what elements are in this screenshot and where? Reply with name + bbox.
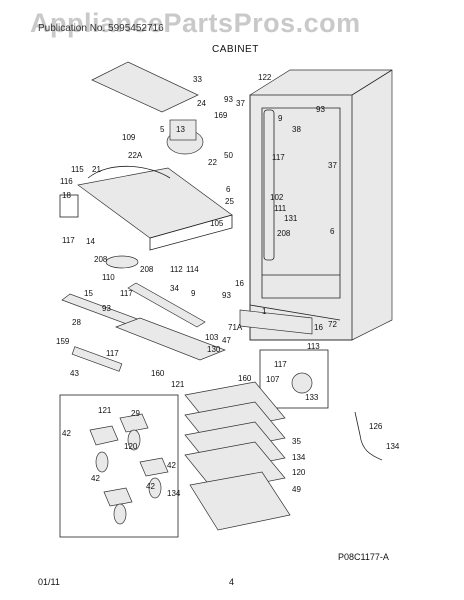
- callout: 50: [224, 151, 233, 160]
- callout: 208: [277, 229, 291, 238]
- callout: 71A: [228, 323, 243, 332]
- callout: 116: [60, 177, 73, 186]
- callout: 160: [151, 369, 165, 378]
- callout: 16: [235, 279, 244, 288]
- watermark: AppliancePartsPros.com: [30, 8, 361, 38]
- callout: 120: [124, 442, 138, 451]
- callout: 42: [167, 461, 176, 470]
- callout: 93: [316, 105, 325, 114]
- footer-date: 01/11: [38, 577, 60, 587]
- callout: 18: [62, 191, 71, 200]
- callout: 121: [171, 380, 185, 389]
- callout: 9: [278, 114, 283, 123]
- callout: 159: [56, 337, 70, 346]
- callout: 47: [222, 336, 231, 345]
- callout: 22A: [128, 151, 143, 160]
- callout: 9: [191, 289, 196, 298]
- section-title: CABINET: [212, 44, 259, 55]
- callout: 109: [122, 133, 136, 142]
- callout: 122: [258, 73, 272, 82]
- callout: 134: [167, 489, 181, 498]
- cabinet-body: [249, 69, 393, 341]
- callout: 103: [205, 333, 219, 342]
- drain-tube: [354, 411, 383, 461]
- callout: 16: [314, 323, 323, 332]
- callout: 43: [70, 369, 79, 378]
- callout: 22: [208, 158, 217, 167]
- callout: 1: [262, 307, 267, 316]
- callout: 111: [274, 204, 287, 213]
- callout: 49: [292, 485, 301, 494]
- callout: 208: [140, 265, 154, 274]
- casters: [89, 413, 169, 525]
- callout: 25: [225, 197, 234, 206]
- callout: 117: [120, 289, 133, 298]
- callout: 112: [170, 265, 183, 274]
- callout: 13: [176, 125, 185, 134]
- fan-box: [259, 349, 329, 409]
- callout: 134: [292, 453, 306, 462]
- wire-shelves: [184, 381, 291, 531]
- callout: 105: [210, 219, 224, 228]
- callout: 134: [386, 442, 400, 451]
- callout: 110: [102, 273, 115, 282]
- callout: 121: [98, 406, 112, 415]
- callout: 93: [224, 95, 233, 104]
- callout: 93: [102, 304, 111, 313]
- callout: 160: [238, 374, 252, 383]
- callout: 5: [160, 125, 165, 134]
- callout: 6: [330, 227, 335, 236]
- callout: 72: [328, 320, 337, 329]
- callout: 42: [91, 474, 100, 483]
- callout: 35: [292, 437, 301, 446]
- callout: 117: [62, 236, 75, 245]
- publication-line: Publication No. 5995452716: [38, 23, 164, 34]
- top-cover: [91, 61, 199, 113]
- callout: 113: [307, 342, 320, 351]
- page-number: 4: [229, 577, 235, 587]
- callout: 130: [207, 345, 221, 354]
- callout: 120: [292, 468, 306, 477]
- figure-code: P08C1177-A: [338, 552, 389, 562]
- callout: 21: [92, 165, 101, 174]
- base-assembly: [59, 119, 233, 269]
- callouts: 33 122 37 93 24 9 93 169 5 13 38 109 50 …: [56, 73, 400, 498]
- callout: 93: [222, 291, 231, 300]
- callout: 14: [86, 237, 95, 246]
- callout: 37: [328, 161, 337, 170]
- callout: 34: [170, 284, 179, 293]
- callout: 33: [193, 75, 202, 84]
- callout: 29: [131, 409, 140, 418]
- callout: 107: [266, 375, 280, 384]
- callout: 28: [72, 318, 81, 327]
- callout: 117: [272, 153, 285, 162]
- callout: 117: [106, 349, 119, 358]
- callout: 133: [305, 393, 319, 402]
- callout: 24: [197, 99, 206, 108]
- callout: 37: [236, 99, 245, 108]
- rails: [61, 282, 313, 372]
- callout: 114: [186, 265, 199, 274]
- caster-detail-box: [59, 394, 179, 538]
- callout: 208: [94, 255, 108, 264]
- callout: 117: [274, 360, 287, 369]
- callout: 15: [84, 289, 93, 298]
- callout: 6: [226, 185, 231, 194]
- callout: 169: [214, 111, 228, 120]
- callout: 115: [71, 165, 84, 174]
- callout: 102: [270, 193, 284, 202]
- callout: 126: [369, 422, 383, 431]
- callout: 131: [284, 214, 298, 223]
- callout: 38: [292, 125, 301, 134]
- callout: 42: [146, 482, 155, 491]
- callout: 42: [62, 429, 71, 438]
